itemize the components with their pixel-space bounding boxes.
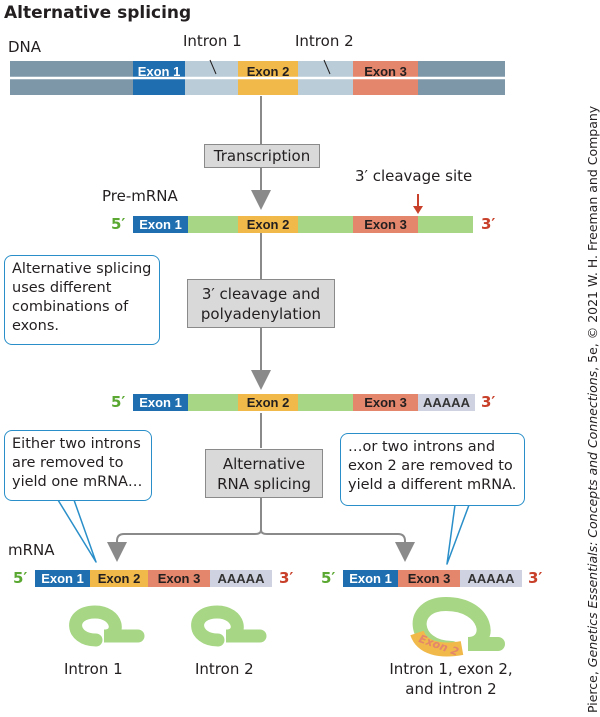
callout-right-line: …or two introns and	[348, 439, 496, 455]
intron1-leader	[209, 59, 217, 75]
callout-left: Either two introns are removed to yield …	[4, 430, 152, 501]
processed-exon3-label: Exon 3	[364, 395, 407, 410]
copyright-credit: Pierce, Genetics Essentials: Concepts an…	[585, 106, 600, 713]
callout-intro-line: uses different	[12, 280, 112, 296]
mrna1-5prime: 5′	[13, 569, 28, 587]
premrna-5prime: 5′	[111, 215, 126, 233]
processed-exon1-label: Exon 1	[139, 395, 182, 410]
mrna2-exon3-label: Exon 3	[407, 571, 451, 586]
splicing-label-line2: RNA splicing	[217, 474, 311, 493]
splicing-step: Alternative RNA splicing	[205, 449, 323, 498]
splicing-label-line1: Alternative	[222, 454, 306, 473]
premrna-exon3-label: Exon 3	[364, 217, 407, 232]
mrna-2	[343, 570, 522, 587]
processed-exon2-label: Exon 2	[246, 395, 290, 410]
mrna2-exon-3	[398, 570, 460, 587]
figure-title: Alternative splicing	[4, 3, 192, 23]
callout-right-line: yield a different mRNA.	[348, 477, 517, 493]
arrow-to-mrna-2	[260, 529, 415, 562]
mrna-1	[35, 570, 272, 587]
processed-rna-molecule	[133, 394, 475, 411]
mrna1-exon-1	[35, 570, 90, 587]
intron2-label: Intron 2	[295, 32, 354, 50]
transcription-label: Transcription	[213, 147, 311, 165]
processed-polya	[418, 394, 475, 411]
mrna1-3prime: 3′	[279, 569, 294, 587]
premrna-exon-2	[238, 216, 298, 233]
dna-exon2-label: Exon 2	[246, 64, 290, 79]
arrow-to-mrna-1	[107, 525, 262, 562]
credit-book-title: Genetics Essentials: Concepts and Connec…	[585, 370, 600, 668]
mrna2-5prime: 5′	[321, 569, 336, 587]
processed-5prime: 5′	[111, 393, 126, 411]
credit-prefix: Pierce,	[585, 667, 600, 713]
cleavage-step: 3′ cleavage and polyadenylation	[187, 279, 335, 328]
processed-3prime: 3′	[481, 393, 496, 411]
product-combined-line1: Intron 1, exon 2,	[389, 660, 513, 678]
dna-exon1-label: Exon 1	[137, 64, 181, 79]
mrna1-exon2-label: Exon 2	[97, 571, 141, 586]
lariat-intron-2	[191, 605, 267, 647]
premrna-exon-3	[353, 216, 418, 233]
callout-left-pointer	[57, 499, 97, 563]
processed-exon-1	[133, 394, 188, 411]
processed-exon-2	[238, 394, 298, 411]
mrna1-polya-label: AAAAA	[217, 571, 265, 586]
callout-right-line: exon 2 are removed to	[348, 458, 513, 474]
mrna-label: mRNA	[8, 541, 55, 559]
product-intron1-label: Intron 1	[64, 660, 123, 678]
lariat-intron-1	[69, 605, 145, 647]
mrna1-polya	[210, 570, 272, 587]
mrna2-exon1-label: Exon 1	[349, 571, 392, 586]
dna-label: DNA	[8, 38, 42, 56]
callout-intro-line: combinations of	[12, 299, 129, 315]
premrna-label: Pre-mRNA	[102, 187, 178, 205]
product-combined-line2: and intron 2	[405, 680, 497, 698]
callout-left-line: Either two introns	[12, 436, 141, 452]
cleavage-label-line1: 3′ cleavage and	[201, 284, 321, 303]
mrna2-polya-label: AAAAA	[467, 571, 515, 586]
intron1-label: Intron 1	[183, 32, 242, 50]
callout-intro: Alternative splicing uses different comb…	[4, 255, 160, 345]
processed-exon-3	[353, 394, 418, 411]
dna-exon3-label: Exon 3	[364, 64, 407, 79]
callout-intro-line: exons.	[12, 318, 60, 334]
mrna2-3prime: 3′	[528, 569, 543, 587]
mrna1-exon3-label: Exon 3	[157, 571, 201, 586]
premrna-exon1-label: Exon 1	[139, 217, 182, 232]
cleavage-label-line2: polyadenylation	[200, 304, 322, 323]
premrna-exon-1	[133, 216, 188, 233]
premrna-exon2-label: Exon 2	[246, 217, 290, 232]
processed-polya-label: AAAAA	[423, 395, 470, 410]
mrna1-exon1-label: Exon 1	[41, 571, 84, 586]
callout-intro-line: Alternative splicing	[12, 261, 152, 277]
callout-right: …or two introns and exon 2 are removed t…	[340, 433, 525, 506]
product-intron2-label: Intron 2	[195, 660, 254, 678]
cleavage-arrowhead	[413, 206, 423, 214]
transcription-step: Transcription	[204, 144, 320, 168]
mrna1-exon-3	[148, 570, 210, 587]
mrna2-polya	[460, 570, 522, 587]
cleavage-site-label: 3′ cleavage site	[355, 167, 473, 185]
callout-left-line: yield one mRNA…	[12, 474, 143, 490]
callout-right-pointer	[446, 504, 470, 565]
premrna-3prime: 3′	[481, 215, 496, 233]
callout-left-line: are removed to	[12, 455, 124, 471]
credit-suffix: , 5e, © 2021 W. H. Freeman and Company	[585, 105, 600, 371]
mrna1-exon-2	[90, 570, 148, 587]
mrna2-exon-1	[343, 570, 398, 587]
intron2-leader	[323, 59, 331, 75]
lariat-combined: Exon 2	[410, 596, 505, 659]
pre-mrna-molecule	[133, 194, 473, 233]
dna-molecule	[10, 59, 505, 95]
